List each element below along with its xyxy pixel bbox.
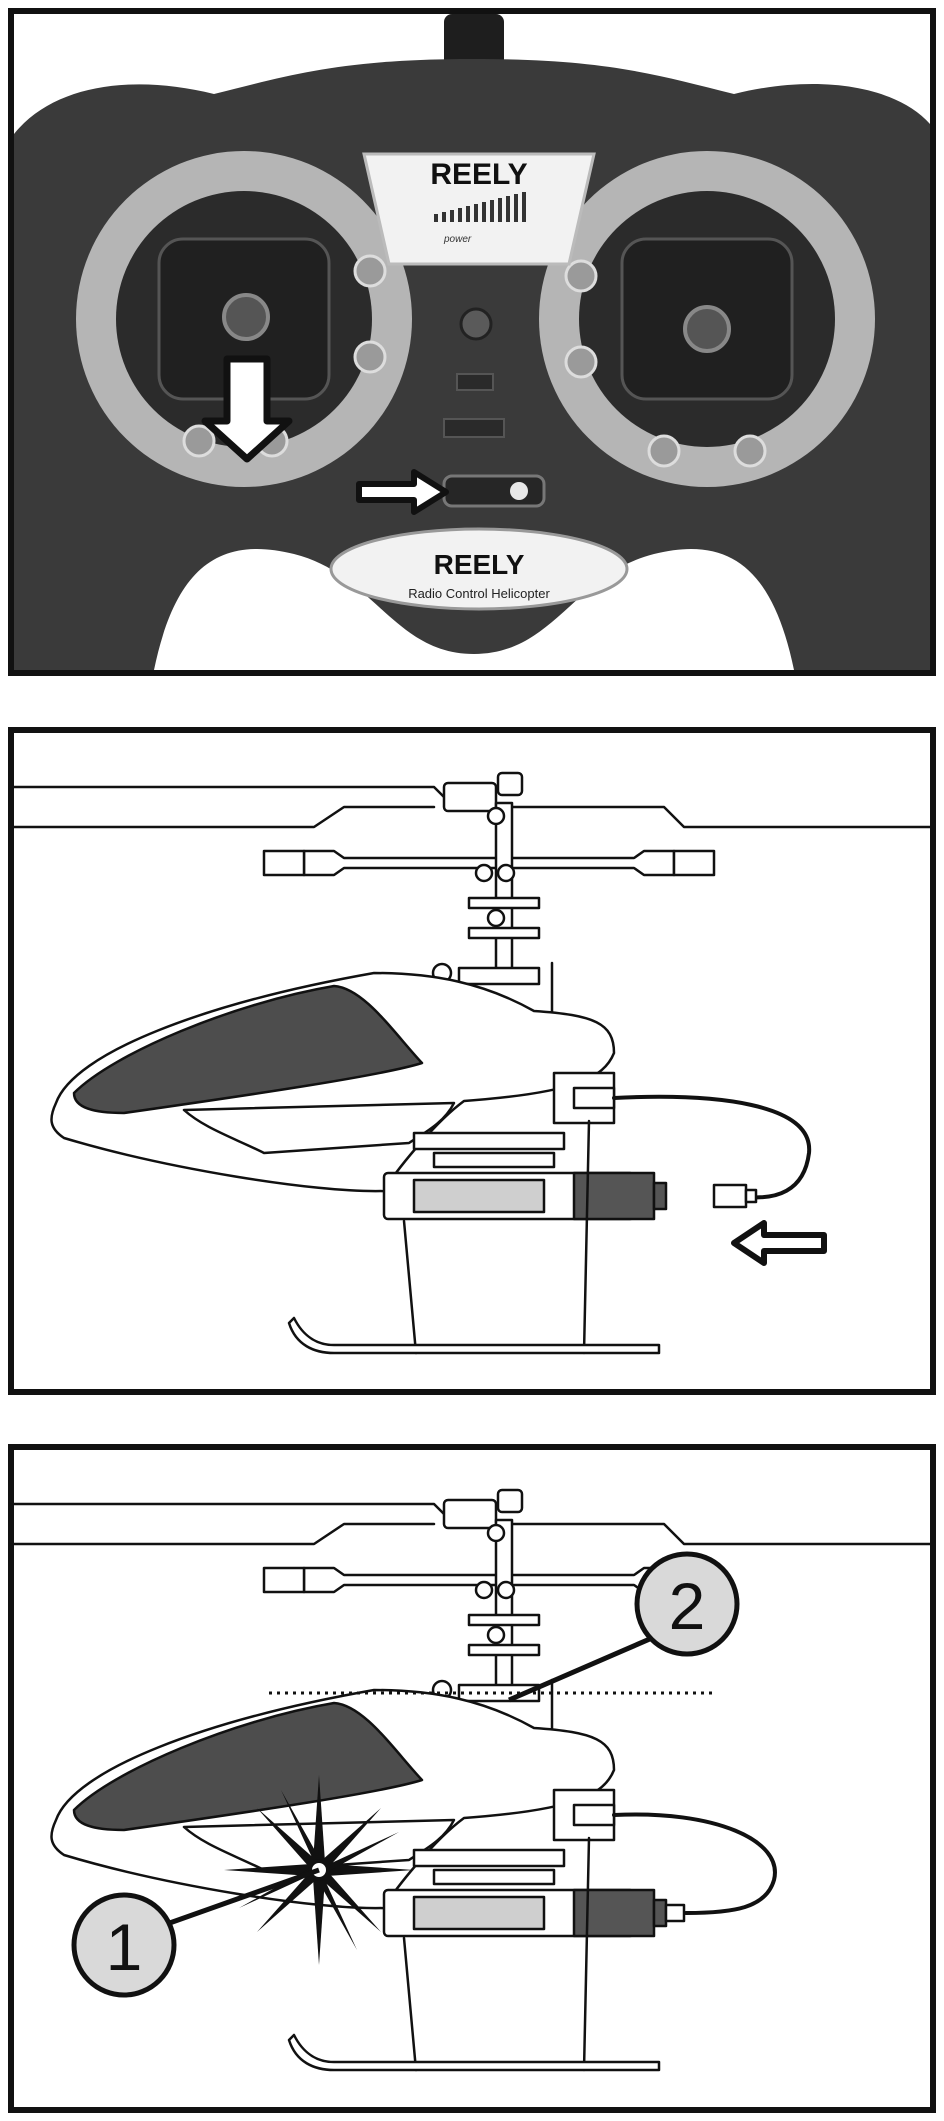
trim-screw (564, 345, 598, 379)
rotor-hub (442, 781, 498, 813)
rotor-hub (442, 1498, 498, 1530)
callout-1-label: 1 (106, 1910, 143, 1984)
swashplate (457, 966, 541, 986)
main-gear (412, 1131, 566, 1151)
callout-1 (71, 1892, 177, 1998)
landing-skid (287, 1316, 661, 1355)
logo-badge-top (362, 152, 596, 266)
left-stick (222, 293, 270, 341)
logo-badge-bottom (329, 527, 629, 611)
arrow-right-icon (356, 469, 449, 515)
rotor-shaft (494, 801, 514, 980)
power-led (459, 307, 493, 341)
signal-bars-icon (434, 192, 526, 222)
logo-subtext-bottom: Radio Control Helicopter (408, 586, 550, 601)
logo-text-top: REELY (430, 158, 527, 191)
antenna (444, 14, 504, 69)
logo-subtext-top: power (443, 234, 472, 245)
landing-skid (287, 2033, 661, 2072)
logo-text-bottom: REELY (434, 549, 525, 580)
callout-2-label: 2 (669, 1569, 706, 1643)
arrow-left-icon (731, 1220, 827, 1266)
trim-screw (647, 434, 681, 468)
main-gear (412, 1848, 566, 1868)
charging-plug (712, 1183, 748, 1209)
rotor-shaft (494, 1518, 514, 1697)
charging-cable (612, 1812, 777, 1915)
charging-cable (612, 1094, 812, 1200)
callout-1-leader (163, 1867, 320, 1928)
slot (456, 373, 494, 391)
trim-screw (353, 254, 387, 288)
callout-2-leader (508, 1632, 660, 1703)
slot (443, 418, 505, 438)
canopy-window (72, 1701, 424, 1832)
right-stick (683, 305, 731, 353)
charging-panel (8, 727, 936, 1395)
transmitter-panel: REELY power REELY Radio Control Helicopt… (8, 8, 936, 676)
power-switch (442, 474, 546, 508)
arrow-down-icon (201, 355, 293, 463)
trim-screw (733, 434, 767, 468)
trim-screw (353, 340, 387, 374)
starburst-icon (224, 1775, 414, 1965)
canopy-window (72, 984, 424, 1115)
callout-2 (634, 1551, 740, 1657)
trim-screw (182, 424, 216, 458)
status-panel: 1 2 (8, 1444, 936, 2113)
helicopter-charging-diagram (14, 733, 930, 1389)
helicopter-status-diagram: 1 2 (14, 1450, 930, 2107)
transmitter-photo: REELY power REELY Radio Control Helicopt… (14, 14, 930, 670)
trim-screw (564, 259, 598, 293)
